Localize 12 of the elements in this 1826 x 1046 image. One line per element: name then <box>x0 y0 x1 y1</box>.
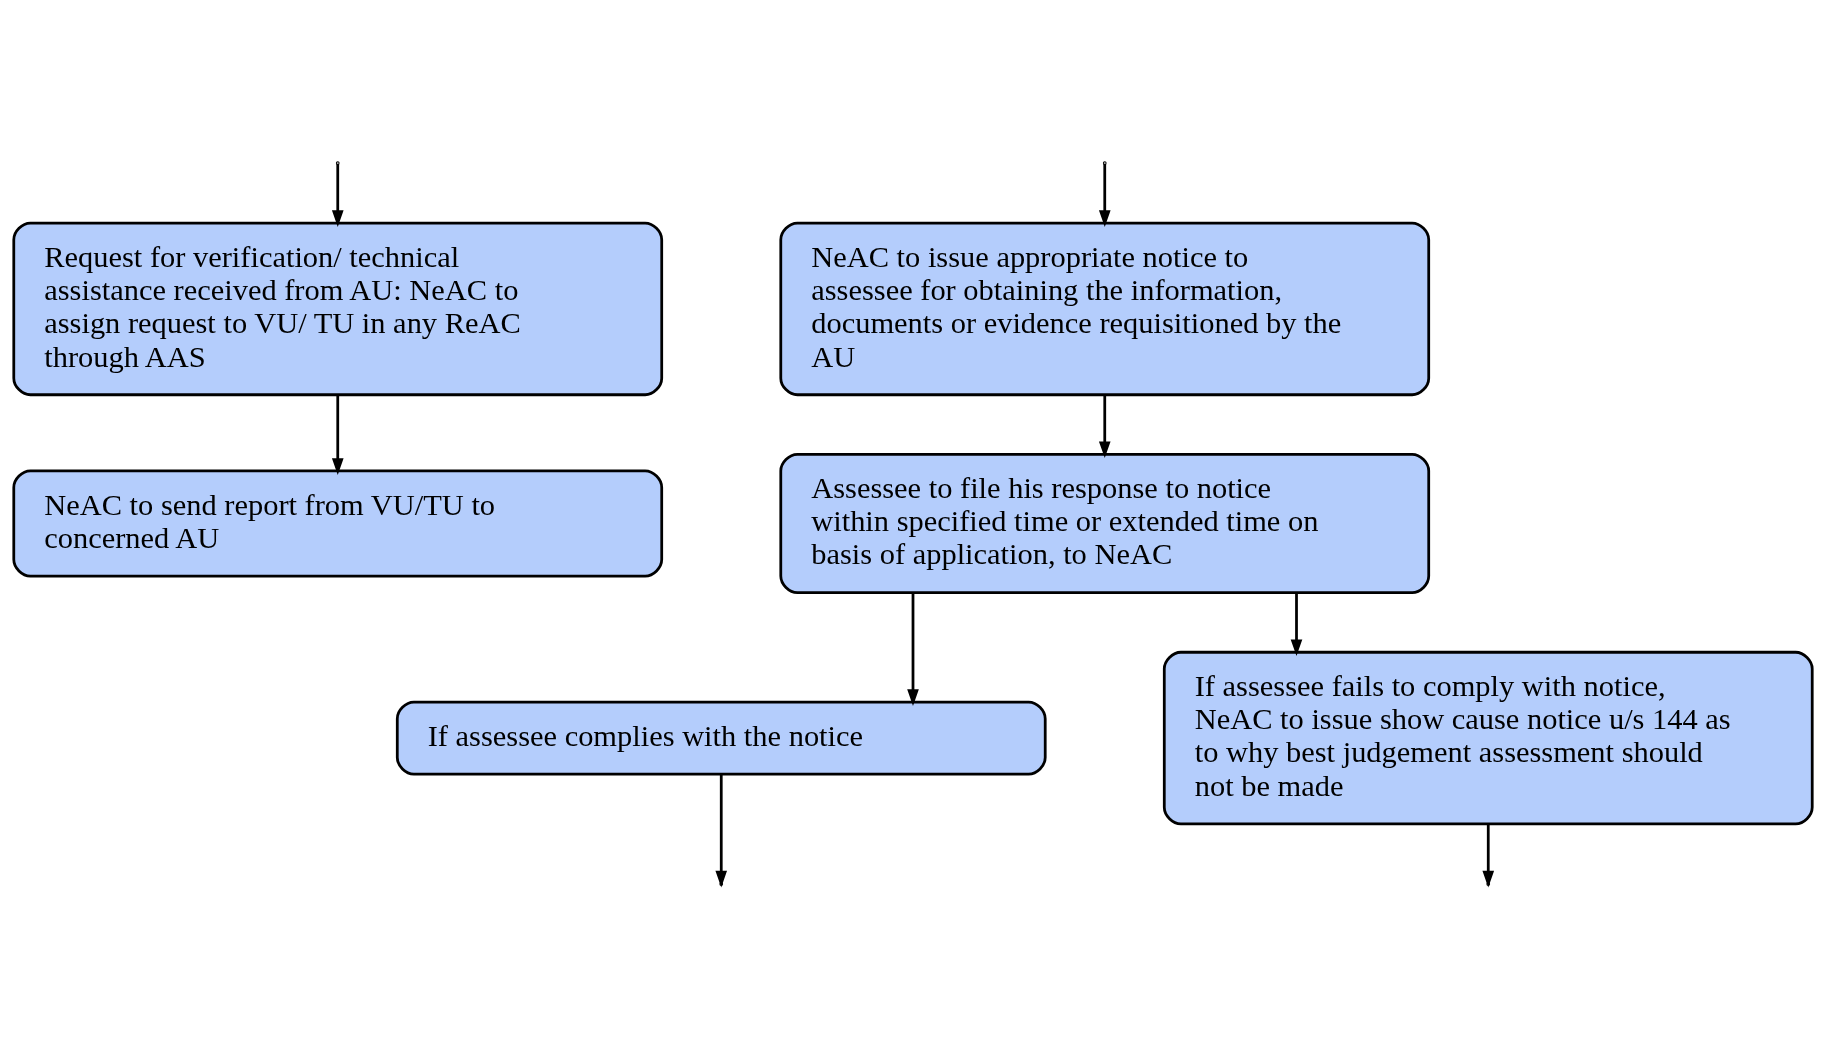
arrow <box>907 592 919 706</box>
arrow <box>331 163 344 227</box>
arrow <box>331 394 344 475</box>
arrow <box>1098 163 1111 227</box>
node-box: NeAC to issue appropriate notice to assessee for obtaining the information, documents or evidence requisitioned by the AU <box>779 221 1431 396</box>
arrow <box>1098 394 1111 458</box>
node-box: If assessee fails to comply with notice, NeAC to issue show cause notice u/s 144 as to why best judgement assessment should not be made <box>1162 650 1814 825</box>
node-box: NeAC to send report from VU/TU to concerned AU <box>12 469 664 577</box>
node-box: Assessee to file his response to notice within specified time or extended time on basis of application, to NeAC <box>779 452 1431 594</box>
node-box: If assessee complies with the notice <box>395 700 1047 775</box>
arrow <box>1290 592 1303 656</box>
node-box: Request for verification/ technical assistance received from AU: NeAC to assign request to VU/ TU in any ReAC through AAS <box>12 221 664 396</box>
